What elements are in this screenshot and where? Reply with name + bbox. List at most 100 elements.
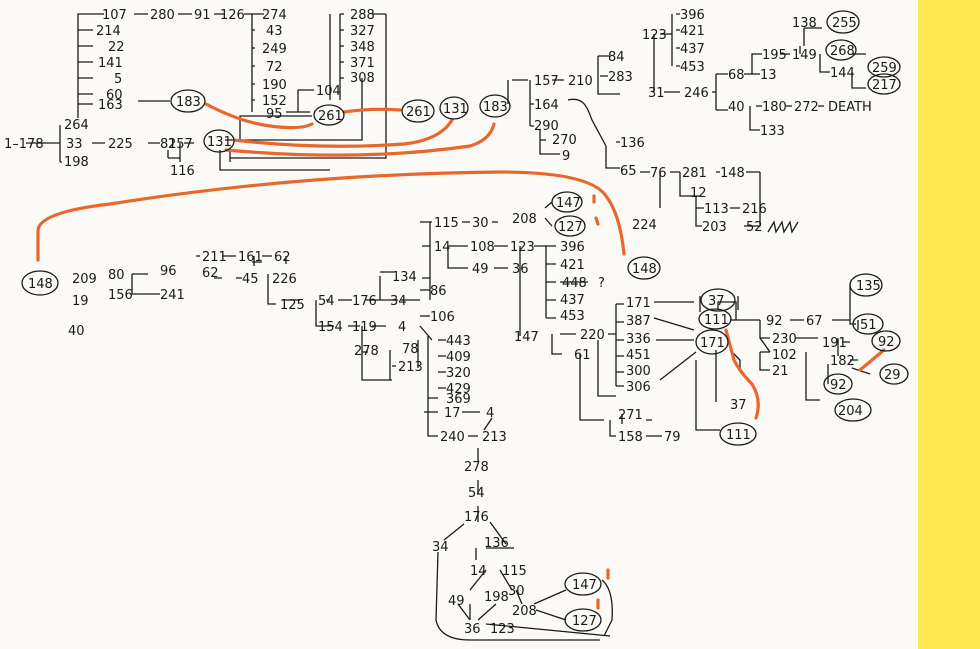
circled-nodes [21,10,909,632]
node-label: 147 [514,330,539,345]
node-label: 108 [470,240,495,255]
node-label: 149 [792,48,817,63]
node-label: 9 [562,149,570,164]
node-labels: 107 280 91 126 274 214 22 141 5 60 163 1… [4,8,901,637]
node-label: 12 [690,186,707,201]
node-label: 17 [444,406,461,421]
node-label: 369 [446,392,471,407]
node-label: 67 [806,314,823,329]
connector-lines [26,13,871,641]
node-label: 268 [830,44,855,59]
node-label: 164 [534,98,559,113]
node-label: 214 [96,24,121,39]
node-label: 147 [572,578,597,593]
node-label: 453 [560,309,585,324]
node-label: 308 [350,71,375,86]
node-label: 107 [102,8,127,23]
node-label: 183 [483,100,508,115]
node-label: 213 [482,430,507,445]
node-label: 171 [626,296,651,311]
death-label: DEATH [828,100,872,115]
node-label: 133 [760,124,785,139]
node-label: 261 [318,109,343,124]
node-label: 131 [207,135,232,150]
node-label: 49 [472,262,489,277]
node-label: 34 [432,540,449,555]
node-label: 306 [626,380,651,395]
node-label: 54 [318,294,335,309]
node-label: 111 [726,428,751,443]
node-label: 148 [632,262,657,277]
node-label: 43 [266,24,283,39]
node-label: 448 [562,276,587,291]
node-label: 261 [406,105,431,120]
node-label: 95 [266,107,283,122]
node-label: 216 [742,202,767,217]
node-label: 147 [556,196,581,211]
node-label: 144 [830,66,855,81]
node-label: 429 [446,382,471,397]
node-label: 81 [160,137,177,152]
node-label: 264 [64,118,89,133]
node-label: 127 [572,614,597,629]
node-label: 230 [772,332,797,347]
node-label: 158 [618,430,643,445]
node-label: 270 [552,133,577,148]
node-label: 278 [464,460,489,475]
yellow-edge-band [918,0,980,649]
node-label: 113 [704,202,729,217]
node-label: 22 [108,40,125,55]
node-label: 1–178 [4,137,44,152]
node-label: 45 [242,272,259,287]
node-label: 163 [98,98,123,113]
node-label: 111 [704,313,729,328]
node-label: 115 [502,564,527,579]
question-mark: ? [598,276,605,291]
node-label: 208 [512,604,537,619]
node-label: 421 [560,258,585,273]
node-label: 136 [620,136,645,151]
node-label: 336 [626,332,651,347]
node-label: 148 [28,277,53,292]
node-label: 126 [220,8,245,23]
node-label: 72 [266,60,283,75]
node-label: 136 [484,536,509,551]
node-label: 123 [642,28,667,43]
node-label: 211 [202,250,227,265]
node-label: 5 [114,72,122,87]
node-label: 451 [626,348,651,363]
node-label: 37 [708,294,725,309]
node-label: 123 [490,622,515,637]
node-label: 52 [746,220,763,235]
node-label: 182 [830,354,855,369]
node-label: 125 [280,298,305,313]
node-label: 274 [262,8,287,23]
node-label: 119 [352,320,377,335]
node-label: 19 [72,294,89,309]
node-label: 271 [618,408,643,423]
node-label: 92 [766,314,783,329]
node-label: 4 [398,320,406,335]
node-label: 51 [860,318,877,333]
node-label: 348 [350,40,375,55]
node-label: 224 [632,218,657,233]
flowchart-diagram: 107 280 91 126 274 214 22 141 5 60 163 1… [4,8,909,641]
node-label: 225 [108,137,133,152]
scribble-mark [767,220,799,234]
node-label: 152 [262,94,287,109]
node-label: 154 [318,320,343,335]
node-label: 138 [792,16,817,31]
node-label: 33 [66,137,83,152]
node-label: 116 [170,164,195,179]
node-label: 60 [106,88,123,103]
node-label: 123 [510,240,535,255]
node-label: 92 [878,335,895,350]
node-label: 396 [560,240,585,255]
node-label: 31 [648,86,665,101]
node-label: 255 [832,16,857,31]
node-label: 40 [728,100,745,115]
node-label: 278 [354,344,379,359]
node-label: 387 [626,314,651,329]
node-label: 134 [392,270,417,285]
node-label: 210 [568,74,593,89]
